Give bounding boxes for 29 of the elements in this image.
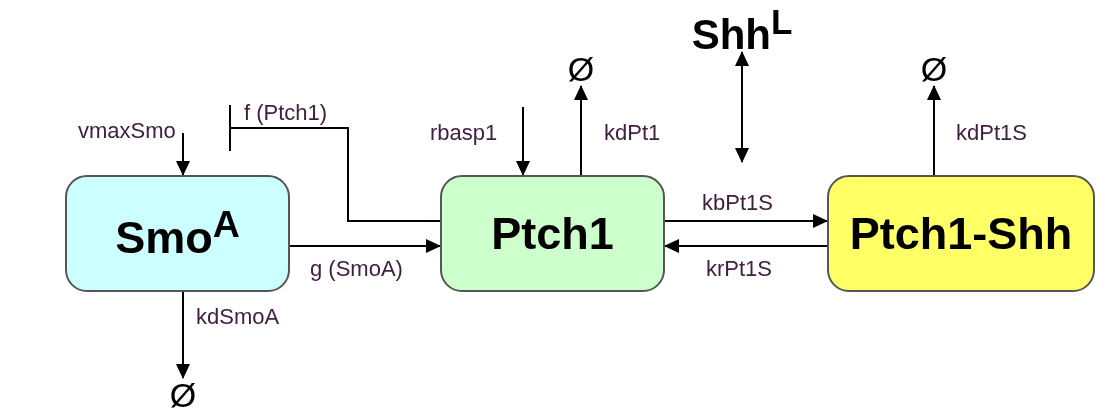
degradation-symbol: Ø: [169, 378, 197, 412]
edge-label: rbasp1: [430, 122, 498, 144]
edge-label: kdPt1S: [956, 122, 1027, 144]
edge-label: g (SmoA): [310, 258, 403, 280]
edge-label: krPt1S: [706, 258, 773, 280]
arrow: [516, 106, 530, 176]
edge-label: f (Ptch1): [244, 102, 328, 124]
arrow: [176, 291, 190, 379]
arrow: [927, 85, 941, 176]
degradation-symbol: Ø: [567, 52, 595, 86]
species-label: Ptch1: [491, 207, 614, 260]
arrow: [664, 239, 828, 253]
arrow: [735, 51, 749, 163]
species-box: [827, 175, 1095, 292]
arrow: [574, 85, 588, 176]
edge-label: kbPt1S: [702, 192, 773, 214]
species-box: [440, 175, 665, 292]
species-label: Smo$^{A}$: [115, 203, 240, 264]
arrow: [664, 214, 828, 228]
arrow: [176, 132, 190, 176]
edge-label: kdSmoA: [196, 306, 280, 328]
species-box: [65, 175, 290, 292]
degradation-symbol: Ø: [920, 52, 948, 86]
edge-label: kdPt1: [604, 122, 661, 144]
arrow: [289, 239, 441, 253]
species-label: Ptch1-Shh: [849, 207, 1073, 260]
inhibition-line: [229, 104, 441, 222]
edge-label: vmaxSmo: [78, 120, 176, 142]
ligand-label: Shh$^{L}$: [691, 4, 793, 56]
